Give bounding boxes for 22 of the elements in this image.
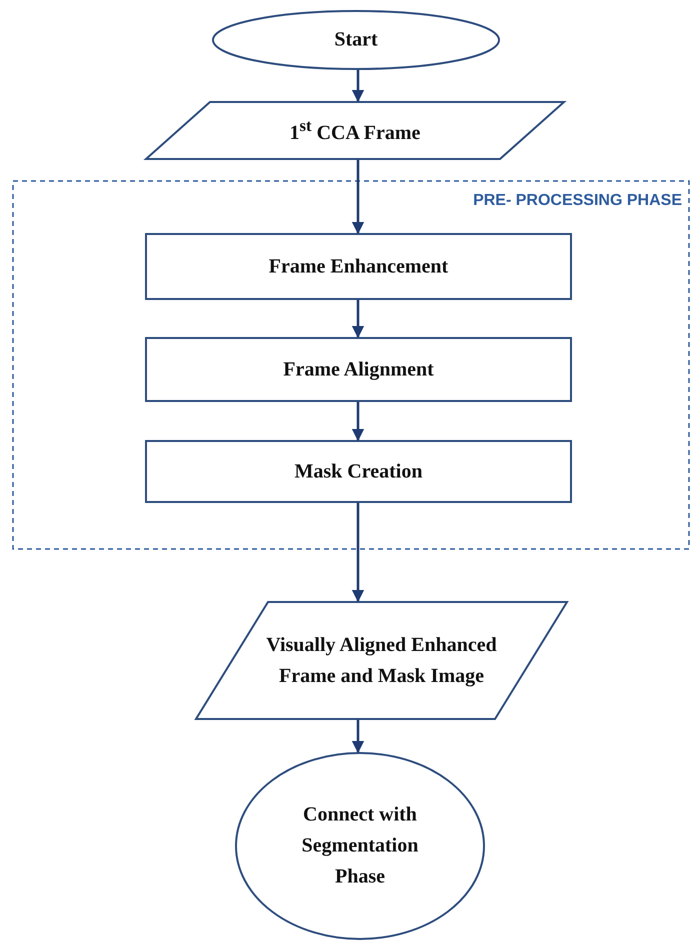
arrow <box>352 720 364 754</box>
node-label: 1$^{st}$ CCA Frame <box>288 114 422 146</box>
data-parallelogram <box>195 601 568 720</box>
arrow <box>352 300 364 338</box>
node-label: Visually Aligned Enhanced Frame and Mask Image <box>265 632 498 688</box>
terminal-ellipse <box>235 752 485 940</box>
process-box <box>145 233 572 300</box>
arrow <box>352 70 364 102</box>
phase-label: PRE- PROCESSING PHASE <box>473 192 682 210</box>
arrow <box>352 503 364 602</box>
process-box <box>145 440 572 503</box>
phase-region <box>12 180 690 550</box>
data-parallelogram <box>145 101 565 160</box>
process-box <box>145 337 572 402</box>
node-label: Frame Enhancement <box>268 254 450 279</box>
node-label: Frame Alignment <box>282 357 435 382</box>
arrow <box>352 402 364 442</box>
node-label: Mask Creation <box>294 459 424 484</box>
terminal-ellipse <box>212 10 500 70</box>
node-label: Start <box>333 28 379 52</box>
node-label: Connect with Segmentation Phase <box>300 802 420 890</box>
arrow <box>352 160 364 234</box>
